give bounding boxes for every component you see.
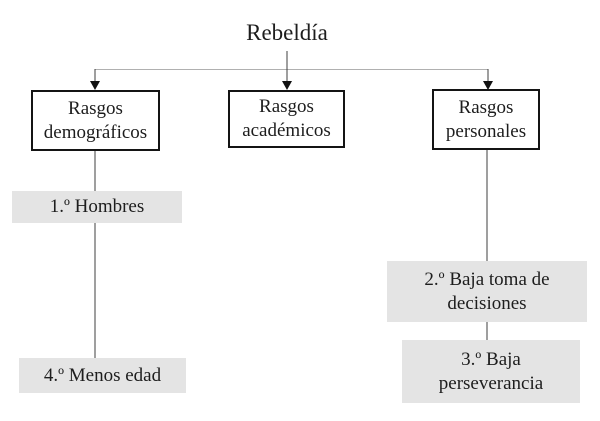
- node-rasgos-personales: Rasgos personales: [432, 89, 540, 150]
- shaded-box-hombres: 1.º Hombres: [12, 191, 182, 223]
- connector-baja-toma-perseverancia: [486, 322, 488, 340]
- arrowhead-middle-icon: [282, 81, 292, 90]
- connector-hombres-menos-edad: [94, 223, 96, 358]
- connector-drop-right: [487, 69, 489, 82]
- connector-horizontal-bar: [95, 69, 488, 70]
- arrowhead-left-icon: [90, 81, 100, 90]
- node-rasgos-demograficos: Rasgos demográficos: [31, 90, 160, 151]
- connector-demograficos-hombres: [94, 151, 96, 191]
- shaded-box-baja-toma-decisiones: 2.º Baja toma de decisiones: [387, 261, 587, 322]
- connector-drop-left: [94, 69, 96, 82]
- shaded-box-baja-perseverancia: 3.º Baja perseverancia: [402, 340, 580, 403]
- connector-personales-baja-toma: [486, 150, 488, 261]
- arrowhead-right-icon: [483, 81, 493, 90]
- shaded-box-menos-edad: 4.º Menos edad: [19, 358, 186, 393]
- connector-drop-middle: [286, 69, 288, 82]
- diagram-title: Rebeldía: [246, 20, 328, 45]
- connector-title-stem: [286, 51, 288, 69]
- node-rasgos-academicos: Rasgos académicos: [228, 90, 345, 148]
